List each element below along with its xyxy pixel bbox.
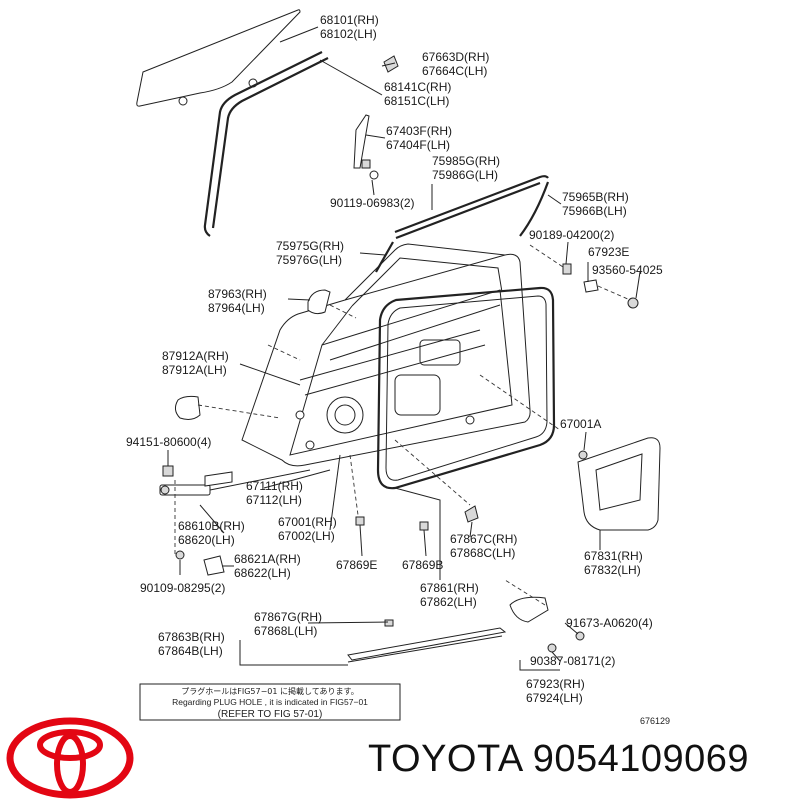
toyota-logo-icon <box>6 717 134 799</box>
part-label: 87964(LH) <box>208 301 265 315</box>
part-label: 67001(RH) <box>278 515 337 529</box>
frame-moulding <box>519 181 550 237</box>
part-label: 67923E <box>588 245 629 259</box>
part-label: 75965B(RH) <box>562 190 629 204</box>
reference-note: プラグホールはFIG57−01 に掲載してあります。 Regarding PLU… <box>139 683 401 721</box>
part-label: 91673-A0620(4) <box>566 616 653 630</box>
part-label: 67001A <box>560 417 601 431</box>
part-label: 75986G(LH) <box>432 168 498 182</box>
part-label: 75966B(LH) <box>562 204 627 218</box>
part-label: 68101(RH) <box>320 13 379 27</box>
part-label: 67002(LH) <box>278 529 335 543</box>
service-hole-cover <box>577 437 661 531</box>
brand-name: TOYOTA <box>368 738 522 780</box>
part-label: 68102(LH) <box>320 27 377 41</box>
part-label: 67111(RH) <box>246 479 303 493</box>
part-label: 67832(LH) <box>584 563 641 577</box>
part-label: 67404F(LH) <box>386 138 450 152</box>
door-panel <box>241 243 531 467</box>
door-hinge <box>203 555 225 576</box>
part-label: 93560-54025 <box>592 263 663 277</box>
door-trim-piece <box>509 596 549 623</box>
part-label: 67868C(LH) <box>450 546 515 560</box>
part-label: 90387-08171(2) <box>530 654 615 668</box>
bolt-part <box>529 244 572 275</box>
mirror-cover <box>307 289 331 315</box>
part-label: 67924(LH) <box>526 691 583 705</box>
part-label: 67862(LH) <box>420 595 477 609</box>
part-label: 67861(RH) <box>420 581 479 595</box>
part-label: 87912A(RH) <box>162 349 229 363</box>
part-label: 67864B(LH) <box>158 644 223 658</box>
part-label: 68141C(RH) <box>384 80 451 94</box>
part-label: 67863B(RH) <box>158 630 225 644</box>
part-label: 68610B(RH) <box>178 519 245 533</box>
part-label: 67112(LH) <box>246 493 302 507</box>
part-label: 67867C(RH) <box>450 532 517 546</box>
lower-weatherstrip <box>347 619 507 663</box>
note-line-reference: (REFER TO FIG 57-01) <box>218 709 323 720</box>
door-weatherstrip <box>376 286 556 490</box>
part-label: 67869E <box>336 558 377 572</box>
part-label: 87912A(LH) <box>162 363 227 377</box>
part-label: 90109-08295(2) <box>140 581 225 595</box>
clip-screw <box>583 279 639 309</box>
part-label: 67831(RH) <box>584 549 643 563</box>
assembly-dashes <box>174 304 561 606</box>
part-label: 75985G(RH) <box>432 154 500 168</box>
part-label: 67923(RH) <box>526 677 585 691</box>
outer-handle-cover <box>174 395 201 420</box>
part-label: 67664C(LH) <box>422 64 487 78</box>
part-label: 94151-80600(4) <box>126 435 211 449</box>
door-check <box>159 465 311 496</box>
note-line-english: Regarding PLUG HOLE , it is indicated in… <box>172 697 368 707</box>
clip-part <box>419 521 429 531</box>
clip-part <box>355 516 365 526</box>
part-label: 67869B <box>402 558 443 572</box>
part-labels: 68101(RH) 68102(LH) 67663D(RH) 67664C(LH… <box>126 13 663 705</box>
part-label: 90189-04200(2) <box>529 228 614 242</box>
part-label: 67868L(LH) <box>254 624 317 638</box>
division-bar <box>353 114 379 180</box>
part-label: 87963(RH) <box>208 287 267 301</box>
part-label: 90119-06983(2) <box>330 196 415 210</box>
note-line-japanese: プラグホールはFIG57−01 に掲載してあります。 <box>181 686 358 696</box>
figure-number: 676129 <box>640 716 670 726</box>
part-label: 68620(LH) <box>178 533 235 547</box>
part-label: 68151C(LH) <box>384 94 449 108</box>
clip-part <box>464 505 479 523</box>
part-label: 68621A(RH) <box>234 552 301 566</box>
part-label: 75976G(LH) <box>276 253 342 267</box>
part-label: 67403F(RH) <box>386 124 452 138</box>
brand-line: TOYOTA 9054109069 <box>368 738 749 781</box>
part-label: 67867G(RH) <box>254 610 322 624</box>
door-glass <box>136 9 301 107</box>
glass-run-channel <box>203 51 329 237</box>
front-moulding <box>375 241 394 273</box>
part-number: 9054109069 <box>532 738 750 780</box>
part-label: 68622(LH) <box>234 566 291 580</box>
part-label: 67663D(RH) <box>422 50 489 64</box>
part-label: 75975G(RH) <box>276 239 344 253</box>
leader-lines <box>167 26 641 671</box>
belt-moulding-outer <box>394 175 549 234</box>
